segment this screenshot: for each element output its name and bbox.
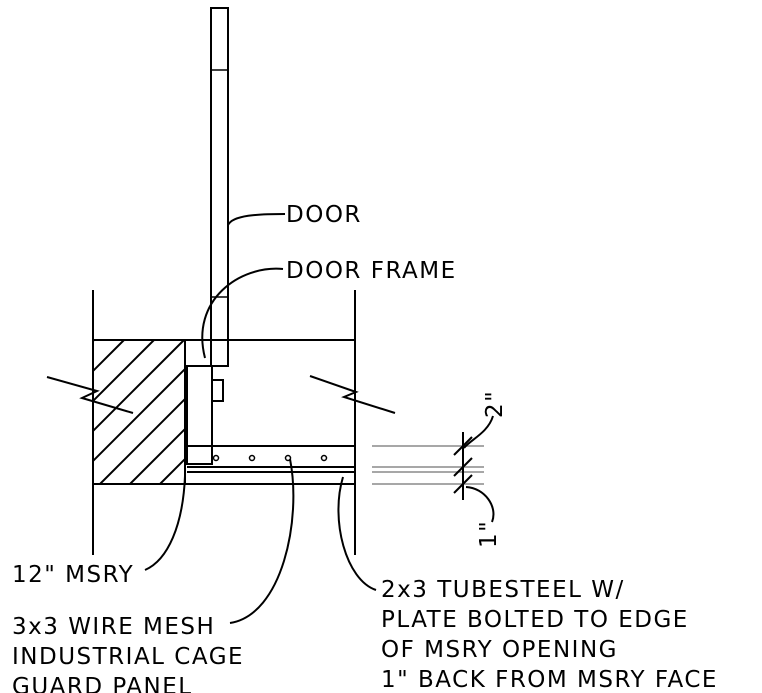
dimension-label-bottom: 1" bbox=[476, 520, 502, 548]
masonry-wall bbox=[92, 290, 356, 555]
dimension-lines bbox=[372, 432, 484, 500]
label-tubesteel-line-1: 2x3 TUBESTEEL W/ bbox=[381, 577, 625, 603]
door-leaf bbox=[210, 7, 229, 367]
tubesteel bbox=[187, 445, 355, 473]
masonry-hatch bbox=[93, 340, 185, 484]
dimension-label-top: 2" bbox=[482, 390, 508, 418]
label-tubesteel-line-2: PLATE BOLTED TO EDGE bbox=[381, 607, 689, 633]
label-masonry: 12" MSRY bbox=[12, 562, 134, 588]
break-line-left bbox=[46, 376, 134, 414]
label-door-frame: DOOR FRAME bbox=[286, 258, 457, 284]
label-tubesteel-line-4: 1" BACK FROM MSRY FACE bbox=[381, 667, 718, 693]
door-frame bbox=[186, 365, 224, 465]
label-mesh-line-3: GUARD PANEL bbox=[12, 674, 193, 693]
bolt bbox=[248, 454, 256, 462]
bolt bbox=[212, 454, 220, 462]
label-door: DOOR bbox=[286, 202, 362, 228]
label-mesh-line-1: 3x3 WIRE MESH bbox=[12, 614, 215, 640]
bolt bbox=[284, 454, 292, 462]
bolt bbox=[320, 454, 328, 462]
leaders bbox=[144, 213, 495, 624]
break-line-right bbox=[309, 375, 396, 414]
label-mesh-line-2: INDUSTRIAL CAGE bbox=[12, 644, 244, 670]
label-tubesteel-line-3: OF MSRY OPENING bbox=[381, 637, 618, 663]
